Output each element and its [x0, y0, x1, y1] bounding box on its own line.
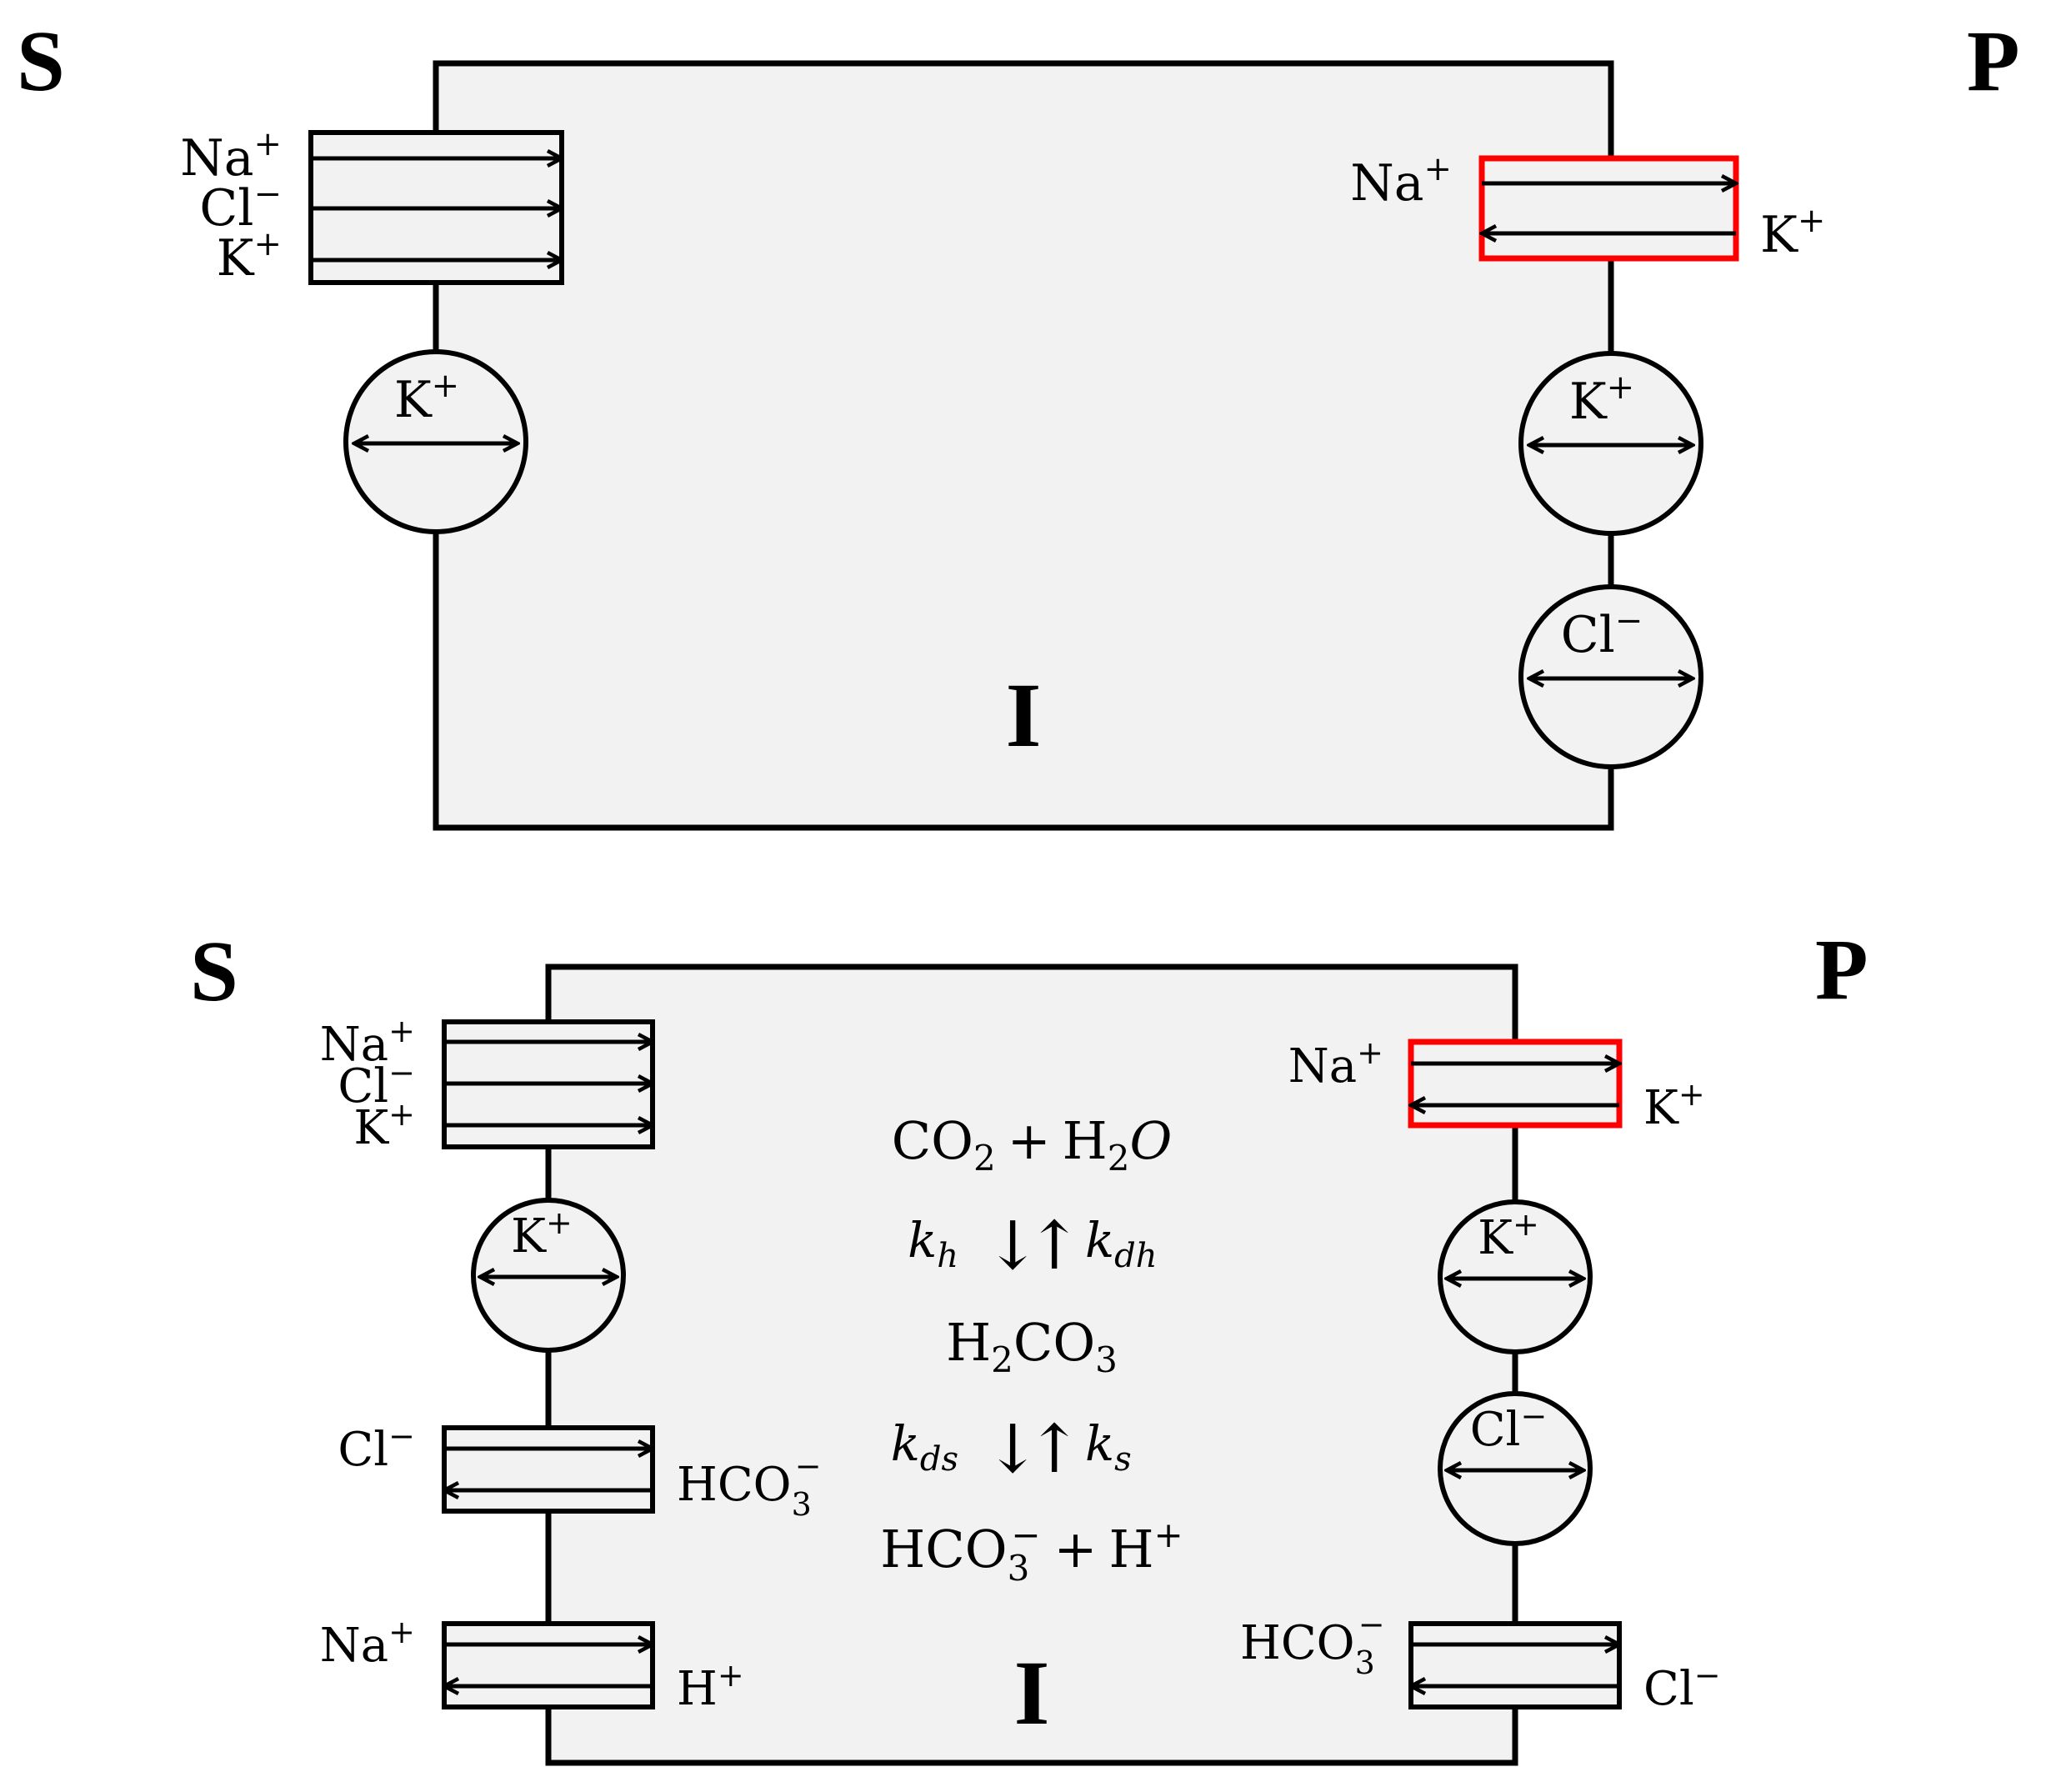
exchanger-box-highlighted	[1408, 1039, 1623, 1129]
down-arrow-icon: ↓	[984, 1207, 1040, 1284]
channel-ion-label: Cl−	[1470, 1398, 1548, 1457]
top-right-cl-channel: Cl−	[1518, 584, 1703, 769]
exchanger-in-ion-label: Na+	[1288, 1034, 1383, 1094]
top-panel: S P I Na+ Cl− K+ K+ Na+ K+	[17, 13, 2020, 831]
bottom-panel: S P I Na+ Cl− K+ K+ Cl− HCO3−	[190, 922, 1868, 1766]
bottom-cell-label: I	[1014, 1642, 1050, 1744]
top-left-cotransporter: Na+ Cl− K+	[180, 125, 564, 288]
reaction-line-co2-h2o: CO2+H2O	[892, 1110, 1173, 1179]
bottom-right-exchanger: Na+ K+	[1288, 1034, 1705, 1135]
bottom-side-p-label: P	[1815, 922, 1868, 1018]
exchanger-box	[442, 1621, 655, 1709]
exchanger-in-ion-label: Na+	[1350, 150, 1452, 213]
exchanger-out-ion-label: K+	[1760, 202, 1825, 264]
bottom-left-k-channel: K+	[471, 1198, 626, 1353]
channel-ion-label: K+	[394, 367, 459, 429]
exchanger-box	[442, 1425, 655, 1514]
bottom-cell-body	[545, 964, 1518, 1766]
top-cell-label: I	[1006, 664, 1042, 766]
exchanger-out-ion-label: Cl−	[1643, 1657, 1721, 1716]
reaction-line-hco3-h: HCO3−+H+	[880, 1514, 1183, 1589]
top-right-exchanger: Na+ K+	[1350, 150, 1825, 264]
down-arrow-icon: ↓	[984, 1410, 1040, 1488]
rate-constant-kds: kds	[891, 1415, 958, 1479]
top-side-p-label: P	[1967, 13, 2020, 109]
exchanger-out-ion-label: HCO3−	[677, 1448, 822, 1523]
ion-label-na: Na+	[180, 125, 282, 188]
ion-label-na: Na+	[320, 1013, 415, 1072]
exchanger-out-ion-label: H+	[677, 1657, 744, 1716]
rate-constant-ks: ks	[1085, 1415, 1132, 1479]
exchanger-box	[1408, 1621, 1622, 1709]
top-right-k-channel: K+	[1518, 351, 1703, 536]
channel-ion-label: K+	[511, 1204, 573, 1264]
channel-ion-label: K+	[1569, 368, 1634, 431]
ion-label-cl: Cl−	[338, 1054, 415, 1114]
bottom-left-cotransporter: Na+ Cl− K+	[320, 1013, 655, 1155]
rate-constant-kh: kh	[908, 1212, 958, 1275]
exchanger-in-ion-label: HCO3−	[1240, 1606, 1385, 1681]
bottom-right-hco3-cl-exchanger: HCO3− Cl−	[1240, 1606, 1721, 1716]
exchanger-in-ion-label: Na+	[320, 1614, 415, 1673]
exchanger-out-ion-label: K+	[1643, 1076, 1705, 1135]
ion-label-cl: Cl−	[199, 175, 282, 238]
top-cell-body	[433, 60, 1614, 831]
ion-label-k: K+	[353, 1096, 415, 1155]
reaction-line-h2co3: H2CO3	[946, 1312, 1118, 1380]
bottom-right-k-channel: K+	[1438, 1199, 1593, 1354]
channel-ion-label: K+	[1478, 1206, 1539, 1265]
channel-ion-label: Cl−	[1561, 602, 1643, 664]
top-left-k-channel: K+	[343, 349, 528, 534]
bottom-left-cl-hco3-exchanger: Cl− HCO3−	[338, 1418, 821, 1523]
ion-label-k: K+	[217, 225, 282, 288]
carbonic-acid-reaction-scheme: CO2+H2O kh ↓ ↑ kdh H2CO3 kds ↓ ↑ ks HCO3…	[880, 1110, 1183, 1589]
exchanger-box-highlighted	[1478, 155, 1739, 262]
up-arrow-icon: ↑	[1026, 1410, 1082, 1488]
top-side-s-label: S	[17, 13, 65, 109]
up-arrow-icon: ↑	[1026, 1207, 1082, 1284]
exchanger-in-ion-label: Cl−	[338, 1418, 415, 1477]
rate-constant-kdh: kdh	[1085, 1212, 1158, 1275]
bottom-left-na-h-exchanger: Na+ H+	[320, 1614, 744, 1716]
bottom-side-s-label: S	[190, 924, 238, 1019]
bottom-right-cl-channel: Cl−	[1438, 1391, 1593, 1546]
